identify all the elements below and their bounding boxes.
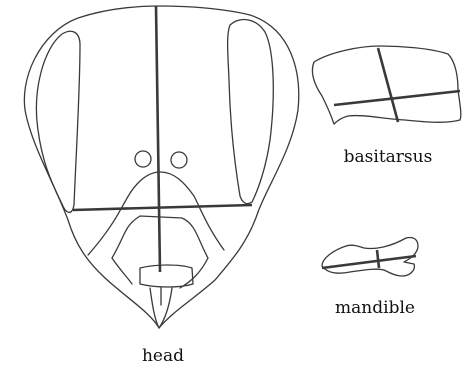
- mandible-width-measurement: [377, 250, 379, 268]
- head-label: head: [142, 346, 184, 366]
- left-antennal-socket: [135, 151, 151, 167]
- mandible-drawing: [322, 237, 418, 276]
- basitarsus-outline: [312, 46, 460, 124]
- right-compound-eye: [228, 20, 274, 204]
- basitarsus-width-measurement: [378, 48, 398, 122]
- basitarsus-length-measurement: [334, 91, 460, 105]
- labrum: [140, 265, 193, 287]
- left-compound-eye: [36, 31, 80, 212]
- lower-lobe-left: [112, 258, 132, 284]
- mandible-label: mandible: [335, 298, 415, 318]
- head-length-measurement: [156, 6, 160, 272]
- mandible-length-measurement: [322, 256, 416, 268]
- clypeus-outline: [88, 172, 224, 255]
- head-drawing: [24, 6, 298, 328]
- right-antennal-socket: [171, 152, 187, 168]
- head-outline: [24, 6, 298, 328]
- head-width-measurement: [73, 205, 252, 210]
- basitarsus-drawing: [312, 46, 460, 124]
- basitarsus-label: basitarsus: [344, 147, 433, 167]
